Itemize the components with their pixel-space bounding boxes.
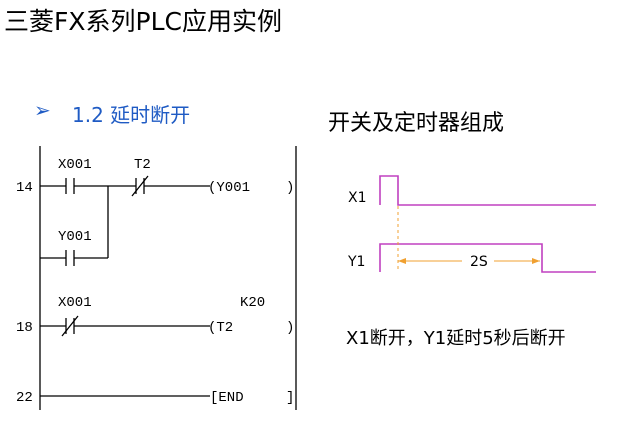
coil-y001: (Y001 (208, 180, 250, 196)
label-x001: X001 (58, 157, 92, 173)
page-title: 三菱FX系列PLC应用实例 (4, 7, 282, 36)
contact-x001b-slash (61, 315, 79, 337)
instr-end: [END (210, 390, 244, 406)
delay-arrowhead-right-icon (532, 258, 540, 264)
bullet-arrow-icon: ➢ (34, 98, 51, 122)
contact-t2-slash (131, 175, 149, 197)
label-t2: T2 (134, 157, 151, 173)
branch-rung (40, 186, 109, 266)
step-14: 14 (16, 180, 33, 196)
section-heading: 1.2 延时断开 (72, 103, 191, 127)
timing-description: X1断开，Y1延时5秒后断开 (346, 328, 566, 349)
label-x001b: X001 (58, 295, 92, 311)
timing-title: 开关及定时器组成 (328, 111, 505, 136)
waveform-x1 (379, 175, 596, 206)
label-y001: Y001 (58, 229, 92, 245)
rung-2 (40, 315, 210, 337)
rung-1 (40, 175, 210, 197)
coil-y001-end: ) (286, 180, 294, 196)
timing-diagram: X1 Y1 2S (347, 175, 596, 273)
signal-y1-label: Y1 (347, 254, 365, 270)
step-22: 22 (16, 390, 33, 406)
instr-end-bracket: ] (286, 390, 294, 406)
signal-x1-label: X1 (348, 190, 367, 206)
coil-t2: (T2 (208, 320, 233, 336)
coil-t2-end: ) (286, 320, 294, 336)
delay-arrowhead-left-icon (398, 258, 406, 264)
delay-label: 2S (470, 254, 488, 270)
step-18: 18 (16, 320, 33, 336)
label-k20: K20 (240, 295, 265, 311)
waveform-y1 (379, 243, 596, 273)
